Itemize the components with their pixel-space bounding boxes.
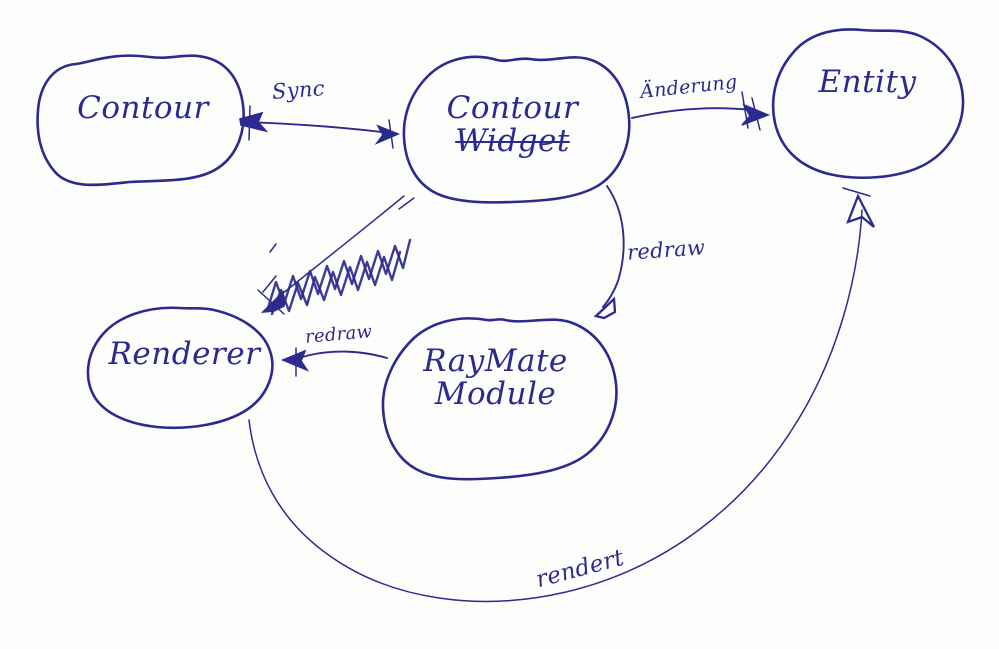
edge-redraw-widget[interactable]: [593, 185, 625, 320]
edge-aenderung[interactable]: [631, 91, 771, 131]
edge-redraw-module[interactable]: [280, 347, 388, 377]
edge-scribbled[interactable]: [257, 195, 415, 316]
node-shape-renderer[interactable]: [86, 306, 274, 430]
node-shape-contour[interactable]: [36, 54, 245, 187]
node-shape-entity[interactable]: [771, 28, 965, 179]
edge-rendert[interactable]: [248, 187, 876, 603]
edge-sync[interactable]: [239, 105, 401, 149]
node-shape-raymate-module[interactable]: [381, 317, 618, 481]
node-shape-contour-widget[interactable]: [402, 55, 631, 204]
